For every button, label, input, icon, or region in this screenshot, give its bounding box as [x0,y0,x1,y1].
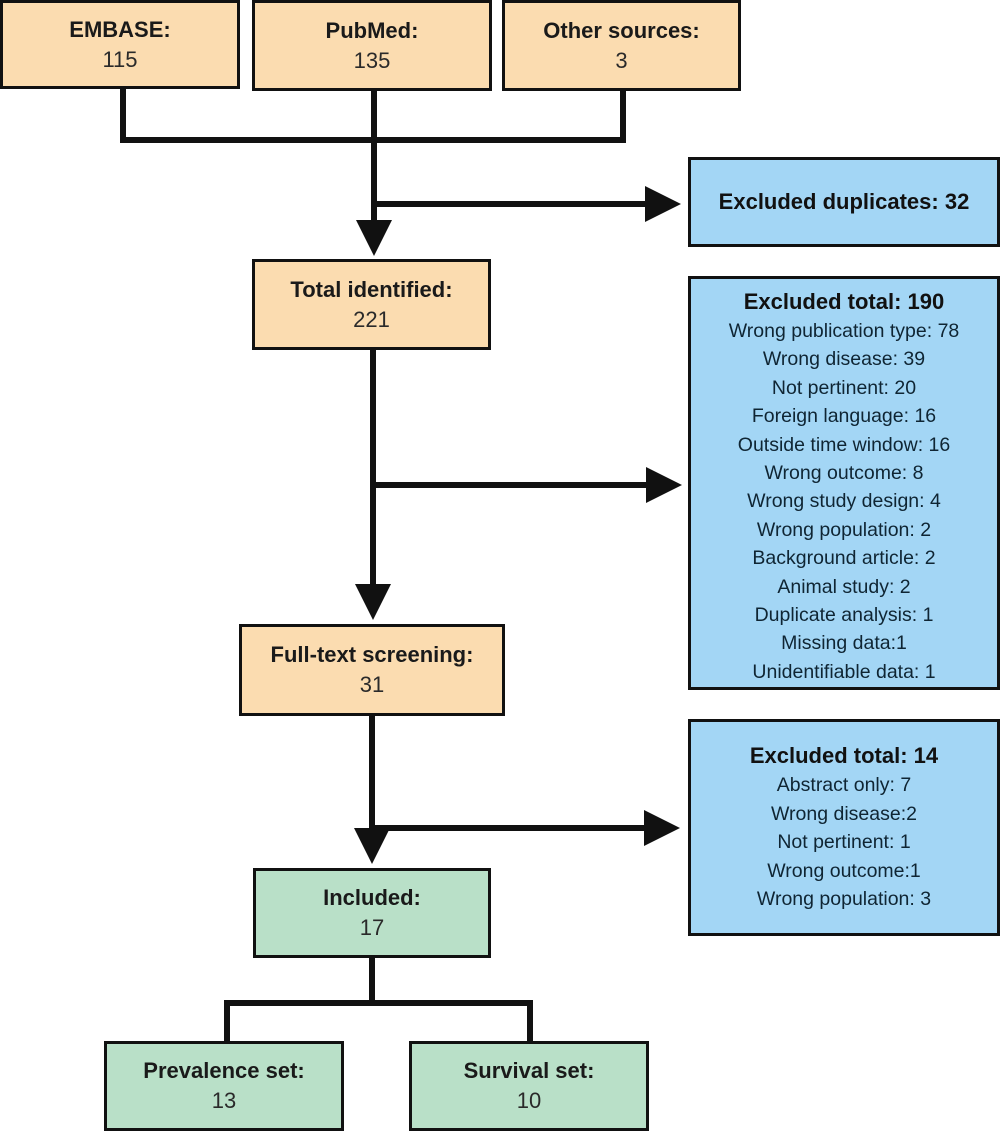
survival-set-count: 10 [516,1088,542,1113]
exclusion-reason: Unidentifiable data: 1 [752,660,936,683]
full-text-screening-box: Full-text screening: 31 [239,624,505,716]
exclusion-reason: Animal study: 2 [777,575,911,598]
exclusion-reason: Foreign language: 16 [751,405,937,428]
exclusion-reason: Wrong population: 2 [756,518,932,541]
pubmed-label: PubMed: [325,17,419,43]
survival-set-box: Survival set: 10 [409,1041,649,1131]
exclusion-reason: Not pertinent: 1 [777,831,911,854]
exclusion-reason: Wrong outcome: 8 [764,462,924,485]
exclusion-reason: Wrong outcome:1 [767,859,921,882]
exclusion-reason: Wrong disease: 39 [762,348,926,371]
excluded-screening-box: Excluded total: 190 Wrong publication ty… [688,276,1000,690]
prevalence-set-count: 13 [211,1088,237,1113]
exclusion-reason: Missing data:1 [781,632,907,655]
exclusion-reason: Not pertinent: 20 [771,376,917,399]
exclusion-reason: Wrong disease:2 [771,802,917,825]
exclusion-reason: Outside time window: 16 [737,433,951,456]
pubmed-count: 135 [353,47,391,73]
exclusion-reason: Duplicate analysis: 1 [754,604,934,627]
full-text-screening-label: Full-text screening: [270,642,474,667]
exclusion-reason: Abstract only: 7 [776,774,912,797]
included-count: 17 [359,915,385,940]
excluded-duplicates-box: Excluded duplicates: 32 [688,157,1000,247]
included-box: Included: 17 [253,868,491,958]
excluded-fulltext-title: Excluded total: 14 [749,743,939,769]
exclusion-reason: Background article: 2 [752,547,936,570]
total-identified-count: 221 [353,306,390,332]
included-label: Included: [323,885,421,910]
connector-embase [120,89,374,143]
other-sources-label: Other sources: [543,17,700,43]
prevalence-set-box: Prevalence set: 13 [104,1041,344,1131]
pubmed-box: PubMed: 135 [252,0,492,91]
exclusion-reason: Wrong study design: 4 [747,490,941,513]
other-sources-box: Other sources: 3 [502,0,741,91]
full-text-screening-count: 31 [359,672,385,697]
exclusion-reason: Wrong population: 3 [756,888,932,911]
embase-box: EMBASE: 115 [0,0,240,89]
connector-other-sources [374,89,626,143]
excluded-duplicates-label: Excluded duplicates: 32 [718,189,970,214]
total-identified-box: Total identified: 221 [252,259,491,350]
other-sources-count: 3 [615,47,628,73]
excluded-fulltext-box: Excluded total: 14 Abstract only: 7 Wron… [688,719,1000,936]
prevalence-set-label: Prevalence set: [143,1058,305,1083]
survival-set-label: Survival set: [463,1058,595,1083]
embase-label: EMBASE: [69,16,171,42]
connector-to-prevalence [224,1000,533,1041]
embase-count: 115 [102,46,138,72]
excluded-screening-title: Excluded total: 190 [743,289,945,314]
exclusion-reason: Wrong publication type: 78 [728,320,960,342]
total-identified-label: Total identified: [290,276,453,302]
